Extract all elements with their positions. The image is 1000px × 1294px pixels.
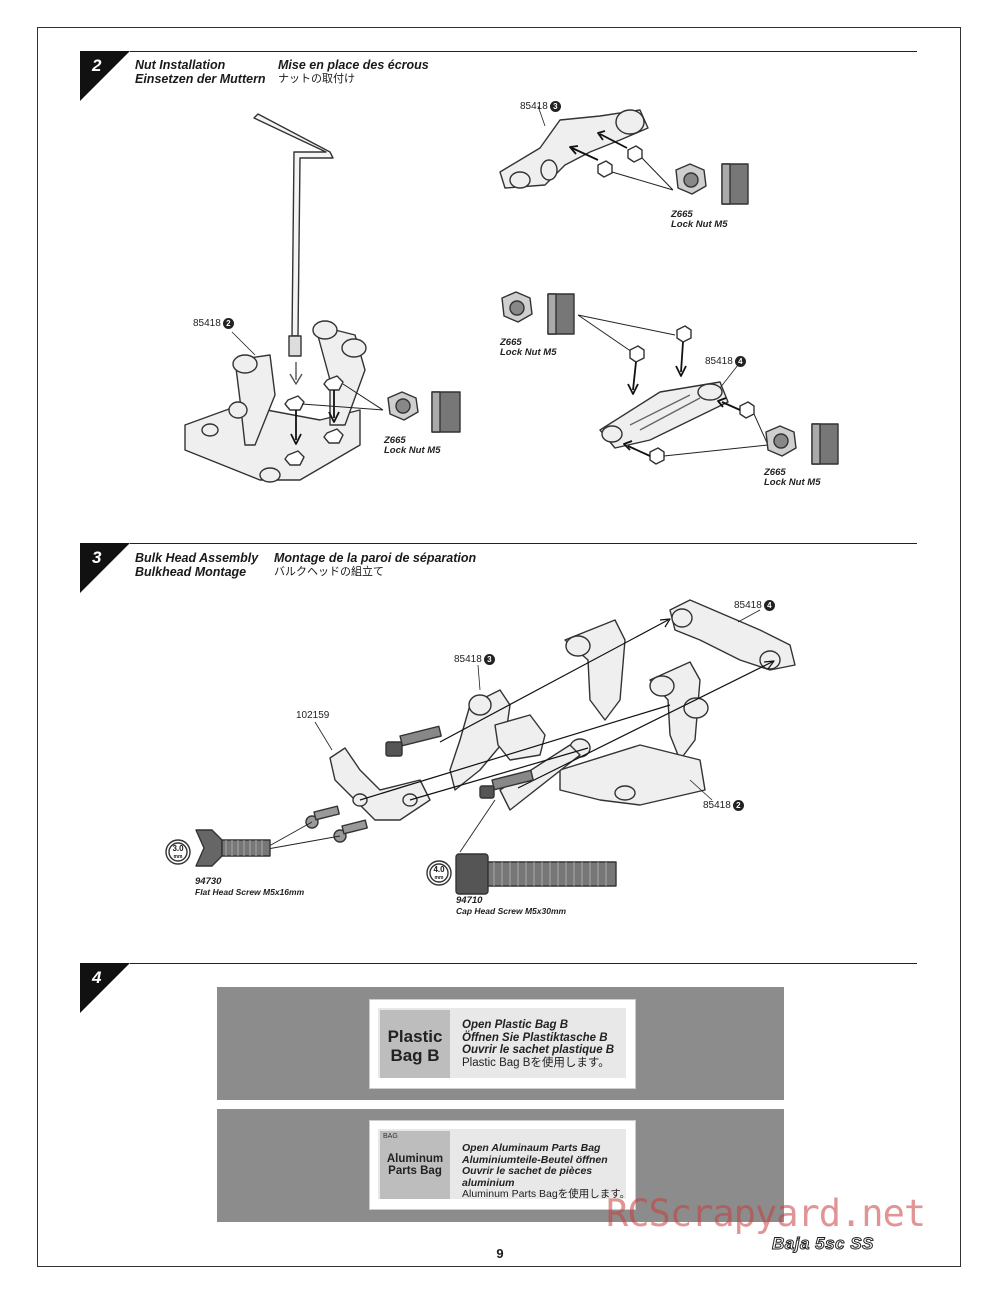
bag-tag-text: BAG [383, 1133, 398, 1140]
step-3-rule [130, 543, 917, 544]
step-4-badge [80, 963, 130, 1013]
hex-size-3-icon [165, 839, 191, 865]
step-3-part-2 [559, 619, 709, 806]
step-4-number: 4 [92, 968, 102, 987]
aluminum-bag-tile [380, 1131, 450, 1199]
step-2-rule [130, 51, 917, 52]
hex-size-4-icon [426, 860, 452, 886]
page-frame [37, 27, 961, 1267]
step-4-rule [130, 963, 917, 964]
step-3-bracket-label: 102159 [296, 710, 330, 721]
page-number: 9 [496, 1246, 504, 1261]
cap-head-screw-icon [455, 853, 617, 895]
bag-b-tile [380, 1010, 450, 1078]
watermark-text: RCScrapyard.net [606, 1192, 926, 1235]
step-3-part-4 [669, 599, 796, 671]
step-3-number: 3 [92, 548, 102, 567]
lock-nut-icon [387, 391, 461, 433]
bulkhead-part-4 [599, 381, 729, 449]
bulkhead-part-2 [184, 320, 367, 483]
step-3-bracket [329, 747, 431, 821]
flat-head-screw-icon [195, 829, 271, 867]
step-3-badge [80, 543, 130, 593]
step-2-badge [80, 51, 130, 101]
hex-wrench-tool [253, 113, 334, 357]
step-2-number: 2 [92, 56, 102, 75]
brand-logo: Baja 5sc SS [772, 1234, 874, 1254]
